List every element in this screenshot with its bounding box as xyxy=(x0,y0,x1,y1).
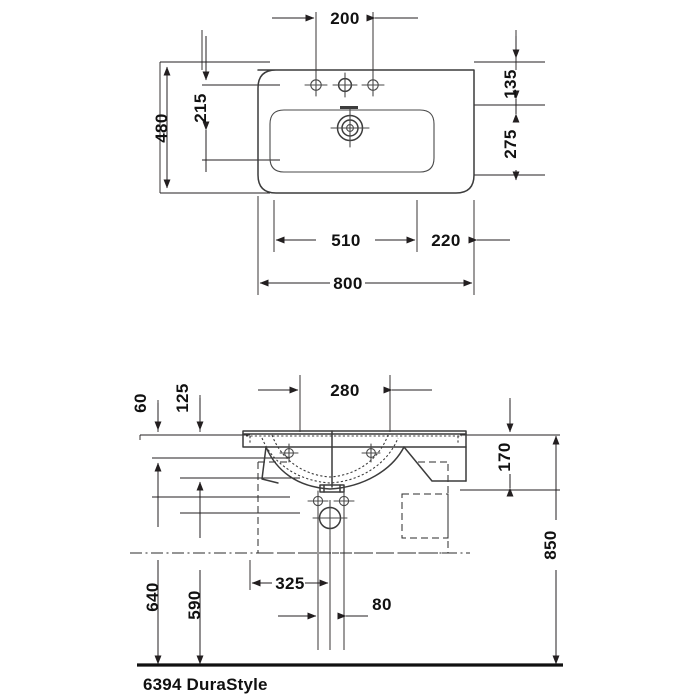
supply-hole-right-icon xyxy=(333,490,355,512)
tap-hole-center-icon xyxy=(332,72,358,98)
cabinet-envelope-dashed xyxy=(130,461,470,554)
dimension-325-label: 325 xyxy=(275,574,305,593)
supply-and-waste-group xyxy=(307,490,355,536)
dimension-275: 275 xyxy=(501,104,520,181)
dimension-275-label: 275 xyxy=(501,129,520,159)
tap-hole-left-icon xyxy=(304,73,328,97)
tap-holes-group xyxy=(304,72,385,98)
dimension-135-label: 135 xyxy=(501,69,520,99)
dimension-640: 640 xyxy=(143,462,162,665)
washbasin-top-outline xyxy=(257,69,475,194)
dimension-280-label: 280 xyxy=(330,381,360,400)
top-view-group: 200 480 215 135 2 xyxy=(152,9,545,295)
dimension-220: 220 xyxy=(431,231,510,250)
dimension-170-label: 170 xyxy=(495,442,514,472)
supply-hole-left-icon xyxy=(307,490,329,512)
dimension-800: 800 xyxy=(259,274,473,293)
dimension-800-label: 800 xyxy=(333,274,363,293)
dimension-80-label: 80 xyxy=(372,595,392,614)
dimension-510: 510 xyxy=(275,231,416,250)
dimension-200-label: 200 xyxy=(330,9,360,28)
front-tap-hole-left-icon xyxy=(279,443,299,463)
front-tap-hole-marks xyxy=(279,443,381,463)
dimension-325: 325 xyxy=(251,574,329,593)
drawing-caption: 6394 DuraStyle xyxy=(143,675,268,694)
dimension-60-label: 60 xyxy=(131,393,150,413)
dimension-590-label: 590 xyxy=(185,590,204,620)
dimension-135: 135 xyxy=(501,36,520,110)
front-elevation-group: 280 60 125 640 590 xyxy=(130,375,563,667)
dimension-480-label: 480 xyxy=(152,113,171,143)
dimension-850-label: 850 xyxy=(541,530,560,560)
dimension-510-label: 510 xyxy=(331,231,361,250)
dimension-60: 60 xyxy=(131,393,162,431)
dimension-850: 850 xyxy=(541,435,560,665)
front-tap-hole-right-icon xyxy=(361,443,381,463)
dimension-170: 170 xyxy=(495,400,514,497)
dimension-480: 480 xyxy=(152,66,171,189)
dimension-125: 125 xyxy=(173,383,204,431)
top-view-witness-lines xyxy=(159,12,545,295)
dimension-640-label: 640 xyxy=(143,582,162,612)
overflow-slot-icon xyxy=(340,106,358,109)
dimension-80: 80 xyxy=(278,595,392,620)
dimension-280: 280 xyxy=(258,381,432,400)
waste-outlet-icon xyxy=(312,500,348,536)
tap-hole-right-icon xyxy=(361,73,385,97)
dimension-215: 215 xyxy=(191,36,210,172)
dimension-590: 590 xyxy=(185,481,204,665)
drain-outlet-icon xyxy=(330,108,370,148)
dimension-200: 200 xyxy=(272,9,418,28)
dimension-220-label: 220 xyxy=(431,231,461,250)
dimension-125-label: 125 xyxy=(173,383,192,413)
dimension-215-label: 215 xyxy=(191,93,210,123)
